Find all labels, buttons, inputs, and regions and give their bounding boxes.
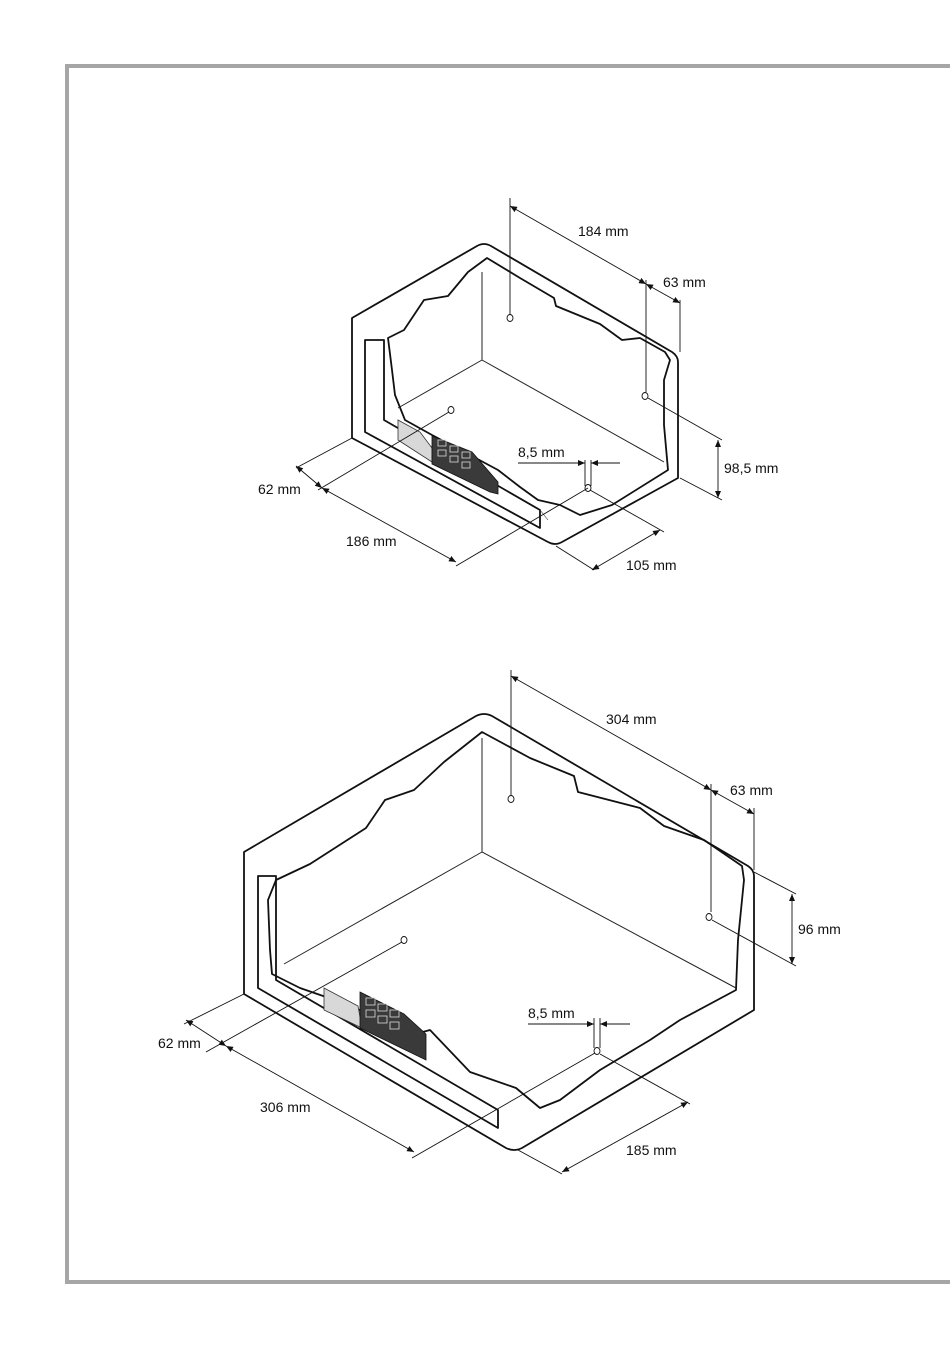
label-offset-right: 63 mm (663, 274, 706, 290)
mounting-hole-icon (642, 393, 648, 400)
label-offset-right: 63 mm (730, 782, 773, 798)
safe-large-keypad (360, 992, 426, 1060)
safe-large-interior (284, 738, 736, 988)
mounting-hole-icon (507, 315, 513, 322)
label-width-back: 184 mm (578, 223, 629, 239)
mounting-hole-icon (508, 796, 514, 803)
label-height: 98,5 mm (724, 460, 778, 476)
label-width-front: 186 mm (346, 533, 397, 549)
safe-large-panel (324, 988, 362, 1028)
safe-small-interior (398, 272, 664, 462)
label-offset-left: 62 mm (158, 1035, 201, 1051)
label-height: 96 mm (798, 921, 841, 937)
safe-large-opening (268, 732, 744, 1108)
safe-large-drawing: 304 mm 63 mm 96 mm 8,5 mm 62 mm 306 mm 1… (158, 670, 841, 1174)
label-hole-diameter: 8,5 mm (528, 1005, 575, 1021)
label-width-front: 306 mm (260, 1099, 311, 1115)
label-depth: 105 mm (626, 557, 677, 573)
label-offset-left: 62 mm (258, 481, 301, 497)
safe-large-outline (244, 714, 754, 1150)
label-width-back: 304 mm (606, 711, 657, 727)
label-hole-diameter: 8,5 mm (518, 444, 565, 460)
safe-small-outline (352, 244, 678, 544)
safe-small-drawing: 184 mm 63 mm 98,5 mm 8,5 mm 62 mm 186 mm… (258, 198, 778, 573)
mounting-hole-icon (706, 914, 712, 921)
label-depth: 185 mm (626, 1142, 677, 1158)
